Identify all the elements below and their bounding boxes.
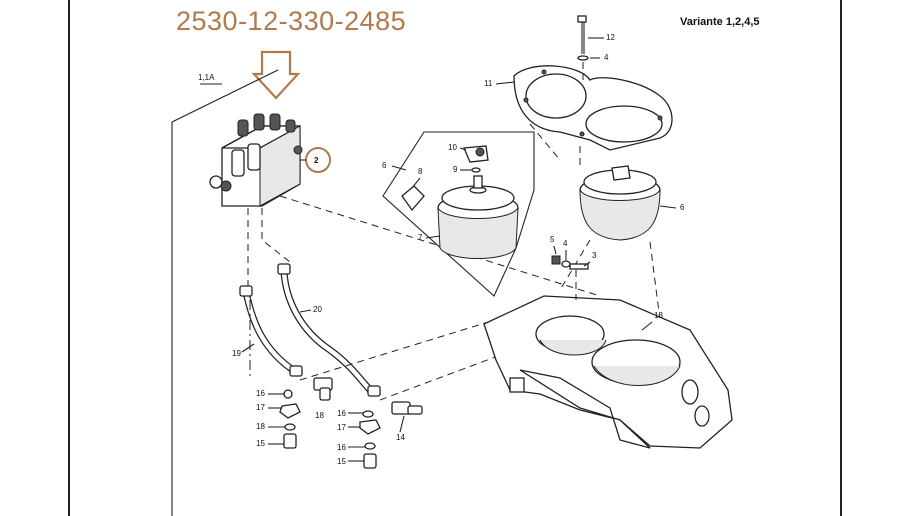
connection-line [649,241,661,321]
connection-line [261,208,291,263]
callout-13: 13 [654,311,663,320]
bolt-12 [577,15,589,61]
callout-17: 17 [337,423,346,432]
connection-line [529,123,561,161]
group-bracket-top [171,69,279,123]
callout-5: 5 [550,235,555,244]
right-border [840,0,842,516]
callout-4: 4 [563,239,568,248]
callout-18: 18 [256,422,265,431]
part-number-label: 2530-12-330-2485 [176,6,407,36]
callout-6: 6 [680,203,685,212]
callout-17: 17 [256,403,265,412]
callout-14: 14 [396,433,405,442]
support-frame-13 [483,295,733,449]
callout-18: 18 [315,411,324,420]
pipe-19 [239,285,303,377]
fitting-stack-right [359,401,423,469]
callout-2: 2 [314,156,319,165]
bellows-assembly-left: 6 8 7 9 10 [382,131,535,297]
connection-line [279,195,601,297]
valve-block [209,113,303,207]
mounting-plate-11 [513,65,673,151]
callout-15: 15 [337,457,346,466]
callout-12: 12 [606,33,615,42]
callout-11: 11 [484,79,493,88]
callout-15: 15 [256,439,265,448]
connection-line [299,299,561,381]
down-arrow-outline-icon [251,50,301,100]
callout-4: 4 [604,53,609,62]
left-border [68,0,70,516]
callout-20: 20 [313,305,322,314]
callout-19: 19 [232,349,241,358]
callout-16: 16 [256,389,265,398]
screw-set [551,255,589,270]
group-label: 1,1A [198,73,215,82]
pipe-20 [277,263,381,397]
callout-3: 3 [592,251,597,260]
callout-6: 6 [382,161,387,170]
callout-7: 7 [418,233,423,242]
bellows-right [579,165,661,241]
callout-8: 8 [418,167,423,176]
variant-label: Variante 1,2,4,5 [680,16,760,28]
callout-16: 16 [337,409,346,418]
callout-16: 16 [337,443,346,452]
callout-9: 9 [453,165,458,174]
callout-10: 10 [448,143,457,152]
fitting-stack-left [279,377,333,449]
